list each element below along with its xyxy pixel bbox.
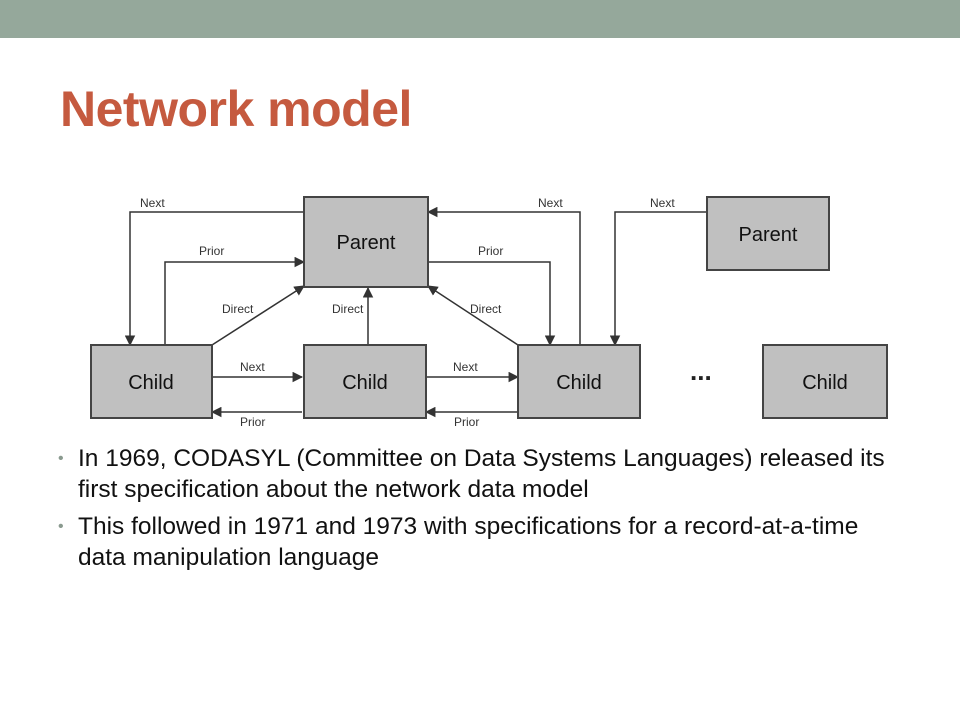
bullet-text: This followed in 1971 and 1973 with spec… [78, 513, 859, 571]
next-arrow-parent-to-child1 [124, 211, 304, 347]
direct-arrow-child3-to-parent [427, 285, 519, 346]
network-model-diagram: Parent Parent Child Child Child Child Ne… [90, 196, 888, 429]
label-prior-upper-left: Prior [199, 244, 224, 258]
label-prior-upper-right: Prior [478, 244, 503, 258]
label-direct-center: Direct [332, 302, 364, 316]
label-direct-left: Direct [222, 302, 254, 316]
label-next-top-left: Next [140, 196, 165, 210]
prior-arrow-child1-to-parent [164, 256, 306, 345]
bullet-dot-icon: • [58, 450, 64, 467]
svg-text:Child: Child [342, 372, 388, 394]
prior-arrow-parent-to-child3 [428, 261, 556, 347]
label-prior-lower-right: Prior [454, 415, 479, 429]
child-box-2: Child [303, 344, 427, 419]
label-next-top-right: Next [650, 196, 675, 210]
top-bar [0, 0, 960, 38]
label-direct-right: Direct [470, 302, 502, 316]
parent-box-main: Parent [303, 196, 429, 288]
next-arrow-parent2-to-child3 [609, 211, 707, 347]
child-box-3: Child [517, 344, 641, 419]
bullet-item: • This followed in 1971 and 1973 with sp… [58, 511, 888, 573]
child-box-4: Child [762, 344, 888, 419]
parent-box-right: Parent [706, 196, 830, 271]
label-prior-lower-left: Prior [240, 415, 265, 429]
svg-text:Parent: Parent [739, 224, 798, 246]
direct-arrow-child1-to-parent [211, 285, 305, 346]
bullet-dot-icon: • [58, 518, 64, 535]
svg-text:Child: Child [128, 372, 174, 394]
slide-title: Network model [60, 81, 412, 137]
next-arrow-child3-to-parent [426, 206, 581, 345]
label-next-top-mid: Next [538, 196, 563, 210]
ellipsis: ... [690, 356, 712, 386]
svg-text:Child: Child [802, 372, 848, 394]
label-next-lower-right: Next [453, 360, 478, 374]
svg-text:Parent: Parent [337, 232, 396, 254]
bullet-list: • In 1969, CODASYL (Committee on Data Sy… [58, 443, 888, 579]
svg-text:Child: Child [556, 372, 602, 394]
bullet-text: In 1969, CODASYL (Committee on Data Syst… [78, 445, 885, 503]
bullet-item: • In 1969, CODASYL (Committee on Data Sy… [58, 443, 888, 505]
label-next-lower-left: Next [240, 360, 265, 374]
child-box-1: Child [90, 344, 213, 419]
